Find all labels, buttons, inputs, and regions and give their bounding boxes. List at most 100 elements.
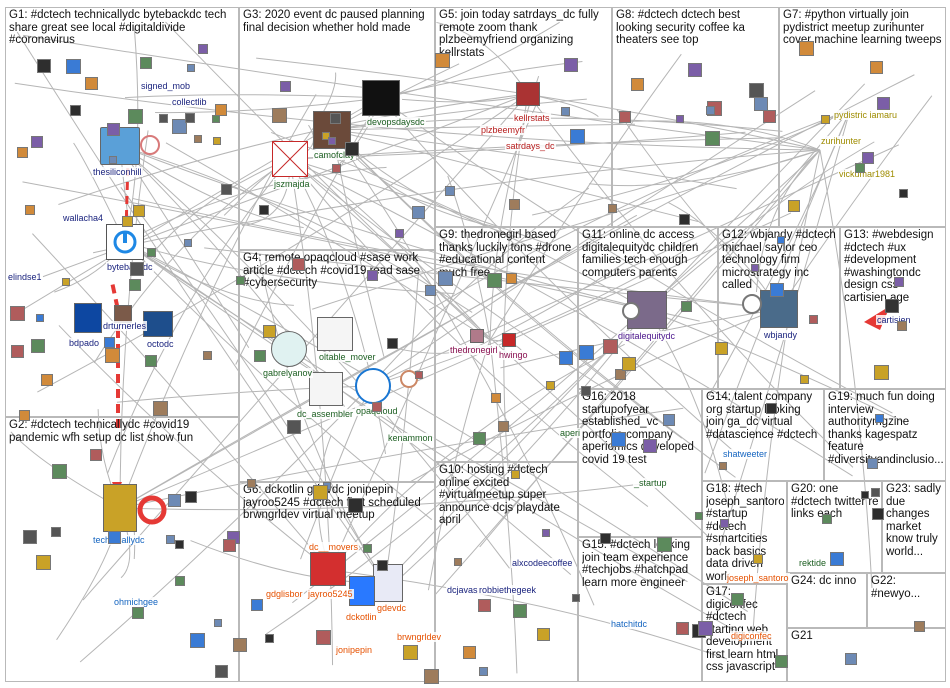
user-avatar[interactable] <box>387 338 399 350</box>
user-avatar[interactable] <box>861 151 874 164</box>
user-avatar[interactable] <box>844 653 857 666</box>
user-avatar[interactable] <box>213 137 222 146</box>
user-avatar[interactable] <box>473 432 487 446</box>
user-avatar[interactable] <box>572 593 581 602</box>
user-avatar[interactable] <box>808 314 818 324</box>
user-avatar[interactable] <box>769 282 784 297</box>
user-avatar[interactable] <box>122 215 134 227</box>
user-avatar[interactable] <box>214 618 223 627</box>
user-avatar[interactable] <box>662 413 675 426</box>
user-avatar[interactable] <box>403 644 419 660</box>
user-avatar[interactable] <box>184 113 195 124</box>
user-avatar[interactable] <box>487 273 503 288</box>
thedronegirl-avatar[interactable] <box>470 329 484 343</box>
user-avatar[interactable] <box>131 607 144 620</box>
user-avatar[interactable] <box>24 204 35 215</box>
user-avatar[interactable] <box>453 558 462 567</box>
user-avatar[interactable] <box>896 320 907 331</box>
user-avatar[interactable] <box>798 41 814 57</box>
user-avatar[interactable] <box>108 531 122 545</box>
user-avatar[interactable] <box>435 52 451 68</box>
user-avatar[interactable] <box>751 264 760 273</box>
user-avatar[interactable] <box>187 63 196 72</box>
user-avatar[interactable] <box>563 57 578 72</box>
user-avatar[interactable] <box>174 576 185 586</box>
user-avatar[interactable] <box>265 634 275 644</box>
user-avatar[interactable] <box>766 403 778 415</box>
user-avatar[interactable] <box>312 485 328 501</box>
user-avatar[interactable] <box>542 528 551 537</box>
user-avatar[interactable] <box>599 533 611 545</box>
user-avatar[interactable] <box>172 118 188 134</box>
user-avatar[interactable] <box>107 123 121 137</box>
user-avatar[interactable] <box>775 654 789 668</box>
user-avatar[interactable] <box>754 96 769 111</box>
user-avatar[interactable] <box>262 324 276 338</box>
user-avatar[interactable] <box>876 96 890 110</box>
user-avatar[interactable] <box>167 494 181 508</box>
user-avatar[interactable] <box>51 463 67 479</box>
user-avatar[interactable] <box>715 341 729 355</box>
user-avatar[interactable] <box>705 106 715 116</box>
user-avatar[interactable] <box>631 78 645 91</box>
user-avatar[interactable] <box>752 554 763 565</box>
user-avatar[interactable] <box>871 488 881 498</box>
user-avatar[interactable] <box>235 276 245 286</box>
user-avatar[interactable] <box>694 511 703 520</box>
user-avatar[interactable] <box>51 526 62 537</box>
user-avatar[interactable] <box>411 206 425 220</box>
user-avatar[interactable] <box>104 347 120 363</box>
user-avatar[interactable] <box>272 108 288 124</box>
user-avatar[interactable] <box>866 458 878 470</box>
user-avatar[interactable] <box>22 530 37 545</box>
hwingo-avatar[interactable] <box>502 333 516 347</box>
user-avatar[interactable] <box>36 59 51 74</box>
user-avatar[interactable] <box>211 115 220 124</box>
user-avatar[interactable] <box>438 271 454 287</box>
user-avatar[interactable] <box>36 554 52 570</box>
user-avatar[interactable] <box>328 137 337 146</box>
user-avatar[interactable] <box>183 239 192 248</box>
user-avatar[interactable] <box>250 598 263 611</box>
user-avatar[interactable] <box>559 350 574 365</box>
user-avatar[interactable] <box>30 136 43 149</box>
user-avatar[interactable] <box>35 313 44 322</box>
user-avatar[interactable] <box>861 491 870 500</box>
user-avatar[interactable] <box>41 373 54 386</box>
user-avatar[interactable] <box>246 478 256 488</box>
user-avatar[interactable] <box>719 461 728 470</box>
user-avatar[interactable] <box>510 469 520 479</box>
user-avatar[interactable] <box>822 514 833 525</box>
user-avatar[interactable] <box>561 107 571 117</box>
dc-assembler-avatar[interactable] <box>309 372 343 406</box>
user-avatar[interactable] <box>90 449 103 462</box>
user-avatar[interactable] <box>869 61 883 75</box>
cartisien-avatar[interactable] <box>885 299 899 313</box>
user-avatar[interactable] <box>579 344 595 360</box>
user-avatar[interactable] <box>18 410 30 421</box>
user-avatar[interactable] <box>214 104 227 117</box>
user-avatar[interactable] <box>731 592 745 606</box>
user-avatar[interactable] <box>376 560 388 572</box>
user-avatar[interactable] <box>175 540 185 550</box>
oltable-mover-avatar[interactable] <box>317 317 353 351</box>
user-avatar[interactable] <box>258 204 269 215</box>
user-avatar[interactable] <box>10 344 24 358</box>
user-avatar[interactable] <box>220 183 232 195</box>
user-avatar[interactable] <box>680 301 692 313</box>
user-avatar[interactable] <box>688 62 703 77</box>
bytebackdc-avatar[interactable] <box>106 224 144 260</box>
user-avatar[interactable] <box>545 381 555 391</box>
user-avatar[interactable] <box>152 401 168 417</box>
user-avatar[interactable] <box>394 228 404 238</box>
user-avatar[interactable] <box>698 621 714 637</box>
user-avatar[interactable] <box>444 186 455 197</box>
user-avatar[interactable] <box>185 490 198 503</box>
user-avatar[interactable] <box>127 109 143 125</box>
user-avatar[interactable] <box>315 630 331 646</box>
user-avatar[interactable] <box>104 336 116 348</box>
user-avatar[interactable] <box>799 375 809 385</box>
user-avatar[interactable] <box>505 272 517 284</box>
user-avatar[interactable] <box>371 401 382 412</box>
user-avatar[interactable] <box>233 637 248 652</box>
